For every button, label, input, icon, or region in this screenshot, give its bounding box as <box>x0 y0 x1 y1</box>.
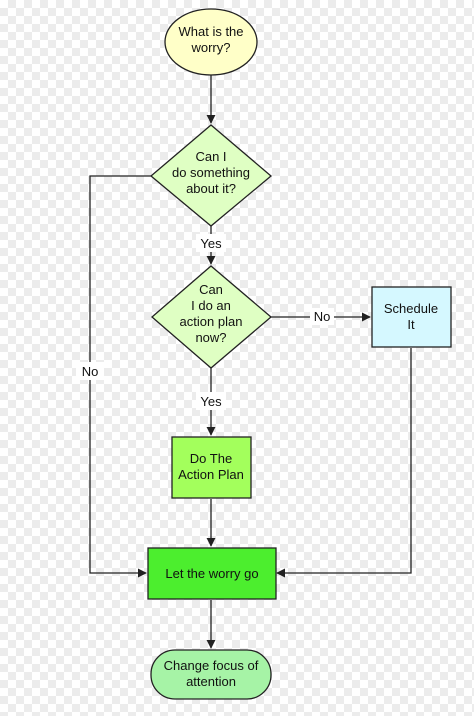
let-the-worry-go-node: Let the worry go <box>147 547 277 600</box>
let-go-box <box>147 547 277 600</box>
schedule-it-node: Schedule It <box>371 286 452 348</box>
decision2-text-line3: action plan <box>180 314 243 329</box>
edge-label-no-2: No <box>314 309 331 324</box>
end-text-line1: Change focus of <box>164 658 259 673</box>
end-node: Change focus of attention <box>150 649 272 700</box>
start-ellipse <box>164 8 258 76</box>
let-go-text: Let the worry go <box>165 566 258 581</box>
edge-label-bg <box>310 308 334 325</box>
decision2-text-line2: I do an <box>191 298 231 313</box>
edge-label-bg <box>196 234 226 252</box>
start-node: What is the worry? <box>164 8 258 76</box>
start-text-line2: worry? <box>190 40 230 55</box>
edge-label-yes-1: Yes <box>200 236 222 251</box>
do-action-plan-node: Do The Action Plan <box>171 436 252 499</box>
decision1-text-line2: do something <box>172 165 250 180</box>
decision2-text-line4: now? <box>195 330 226 345</box>
decision1-diamond <box>149 124 273 227</box>
end-terminator <box>150 649 272 700</box>
edge-label-yes-2: Yes <box>200 394 222 409</box>
decision1-text-line3: about it? <box>186 181 236 196</box>
edge-schedule-to-letgo <box>276 348 412 578</box>
edge-label-bg <box>76 362 104 380</box>
decision2-diamond <box>151 265 273 369</box>
decision2-text-line1: Can <box>199 282 223 297</box>
do-plan-box <box>171 436 252 499</box>
schedule-text-line1: Schedule <box>384 301 438 316</box>
schedule-text-line2: It <box>407 317 415 332</box>
do-plan-text-line2: Action Plan <box>178 467 244 482</box>
schedule-box <box>371 286 452 348</box>
do-plan-text-line1: Do The <box>190 451 232 466</box>
start-text-line1: What is the <box>178 24 243 39</box>
end-text-line2: attention <box>186 674 236 689</box>
edge-label-bg <box>196 392 226 410</box>
decision1-text-line1: Can I <box>195 149 226 164</box>
edge-label-no-1: No <box>82 364 99 379</box>
decision-can-i-do-action-plan: Can I do an action plan now? <box>151 265 273 369</box>
decision-can-i-do-something: Can I do something about it? <box>149 124 273 227</box>
